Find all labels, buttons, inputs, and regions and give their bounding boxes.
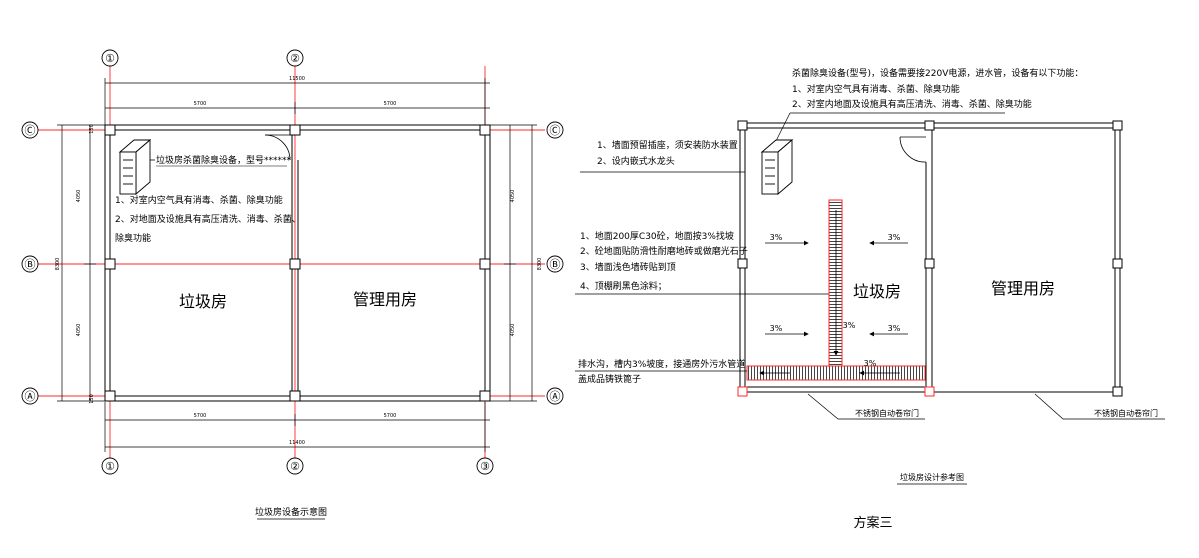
equipment-note-2-left: 2、对地面及设施具有高压清洗、消毒、杀菌、 xyxy=(115,213,301,225)
slope-label-4: 3% xyxy=(888,324,901,333)
dim-depth-total-right: 8300 xyxy=(537,258,543,271)
right-top-note-2: 1、对室内空气具有消毒、杀菌、除臭功能 xyxy=(792,83,960,95)
right-top-note-3: 2、对室内地面及设施具有高压清洗、消毒、杀菌、除臭功能 xyxy=(792,98,1032,110)
slope-label-5: 3% xyxy=(843,321,856,330)
dim-total-bottom: 11400 xyxy=(289,440,305,446)
axis-label-3-bottom: ③ xyxy=(480,460,490,473)
right-top-note-1: 杀菌除臭设备(型号)，设备需要接220V电源，进水管，设备有以下功能： xyxy=(792,67,1083,79)
door-label-2: 不锈钢自动卷帘门 xyxy=(1094,408,1158,418)
axis-label-2-bottom: ② xyxy=(290,460,300,473)
drain-trench-horizontal xyxy=(746,365,926,381)
axis-label-a-right: Ⓐ xyxy=(550,390,561,403)
dim-depth-1-left: 4050 xyxy=(76,190,82,203)
scheme-label: 方案三 xyxy=(853,515,892,531)
drain-note-2: 盖成品铸铁篦子 xyxy=(578,373,641,385)
drain-note-1: 排水沟，槽内3%坡度，接通房外污水管道 xyxy=(578,358,745,370)
dim-depth-2-left: 4050 xyxy=(76,324,82,337)
walls-right xyxy=(739,122,1121,393)
room-label-garbage-right: 垃圾房 xyxy=(853,282,901,301)
axis-label-a-left: Ⓐ xyxy=(25,390,36,403)
dim-total-top: 11500 xyxy=(289,76,305,82)
floor-note-4: 4、顶棚刷黑色涂料； xyxy=(580,280,667,292)
dim-bay-2: 5700 xyxy=(384,101,397,107)
plan-left: ① ② ① ② ③ Ⓒ Ⓑ Ⓐ Ⓒ Ⓑ Ⓐ 11500 5700 5700 57… xyxy=(21,49,564,520)
floor-note-1: 1、地面200厚C30砼，地面按3%找坡 xyxy=(580,230,734,242)
room-label-management-right: 管理用房 xyxy=(991,279,1055,298)
equipment-cabinet-icon xyxy=(118,139,152,195)
axis-label-1-top: ① xyxy=(105,52,115,65)
columns-left xyxy=(104,124,491,402)
door-arc-right xyxy=(899,136,927,163)
equipment-cabinet-icon-right xyxy=(760,139,794,195)
axis-label-b-left: Ⓑ xyxy=(25,258,36,271)
wall-note-2: 2、设内嵌式水龙头 xyxy=(597,155,675,167)
wall-note-1: 1、墙面预留插座，须安装防水装置 xyxy=(597,139,738,151)
equipment-label-left: 垃圾房杀菌除臭设备，型号****** xyxy=(156,154,292,166)
equipment-note-1-left: 1、对室内空气具有消毒、杀菌、除臭功能 xyxy=(115,194,283,206)
dim-depth-2-right: 4050 xyxy=(510,324,516,337)
room-label-management-left: 管理用房 xyxy=(353,290,417,309)
equipment-note-3-left: 除臭功能 xyxy=(115,232,151,244)
dim-bottom-bay-2: 5700 xyxy=(384,413,397,419)
axis-label-b-right: Ⓑ xyxy=(550,258,561,271)
dim-depth-total-left: 8300 xyxy=(55,258,61,271)
axis-label-c-right: Ⓒ xyxy=(550,124,561,137)
dim-bottom-bay-1: 5700 xyxy=(194,413,207,419)
room-label-garbage-left: 垃圾房 xyxy=(179,292,227,311)
slope-arrows xyxy=(759,240,908,376)
plan-right: 杀菌除臭设备(型号)，设备需要接220V电源，进水管，设备有以下功能： 1、对室… xyxy=(575,67,1165,531)
dim-wall-bottom-left: 150 xyxy=(89,394,95,404)
slope-label-6: 3% xyxy=(864,359,877,368)
caption-right: 垃圾房设计参考图 xyxy=(900,472,964,482)
drain-trench-vertical xyxy=(828,199,843,368)
dim-depth-1-right: 4050 xyxy=(510,190,516,203)
door-label-1: 不锈钢自动卷帘门 xyxy=(855,408,919,418)
axis-label-1-bottom: ① xyxy=(105,460,115,473)
columns-right xyxy=(737,120,1123,397)
axis-label-2-top: ② xyxy=(290,52,300,65)
slope-label-1: 3% xyxy=(770,233,783,242)
dim-bay-1: 5700 xyxy=(194,101,207,107)
axis-label-c-left: Ⓒ xyxy=(25,124,36,137)
floor-note-3: 3、墙面浅色墙砖贴到顶 xyxy=(580,261,676,273)
axis-bubbles-left xyxy=(21,49,564,475)
slope-label-3: 3% xyxy=(770,324,783,333)
dim-wall-top-left: 150 xyxy=(89,124,95,134)
floor-note-2: 2、砼地面贴防滑性耐磨地砖或做磨光石子 xyxy=(580,245,748,257)
dim-lines-top xyxy=(57,78,537,452)
caption-left: 垃圾房设备示意图 xyxy=(255,506,327,518)
slope-label-2: 3% xyxy=(888,233,901,242)
